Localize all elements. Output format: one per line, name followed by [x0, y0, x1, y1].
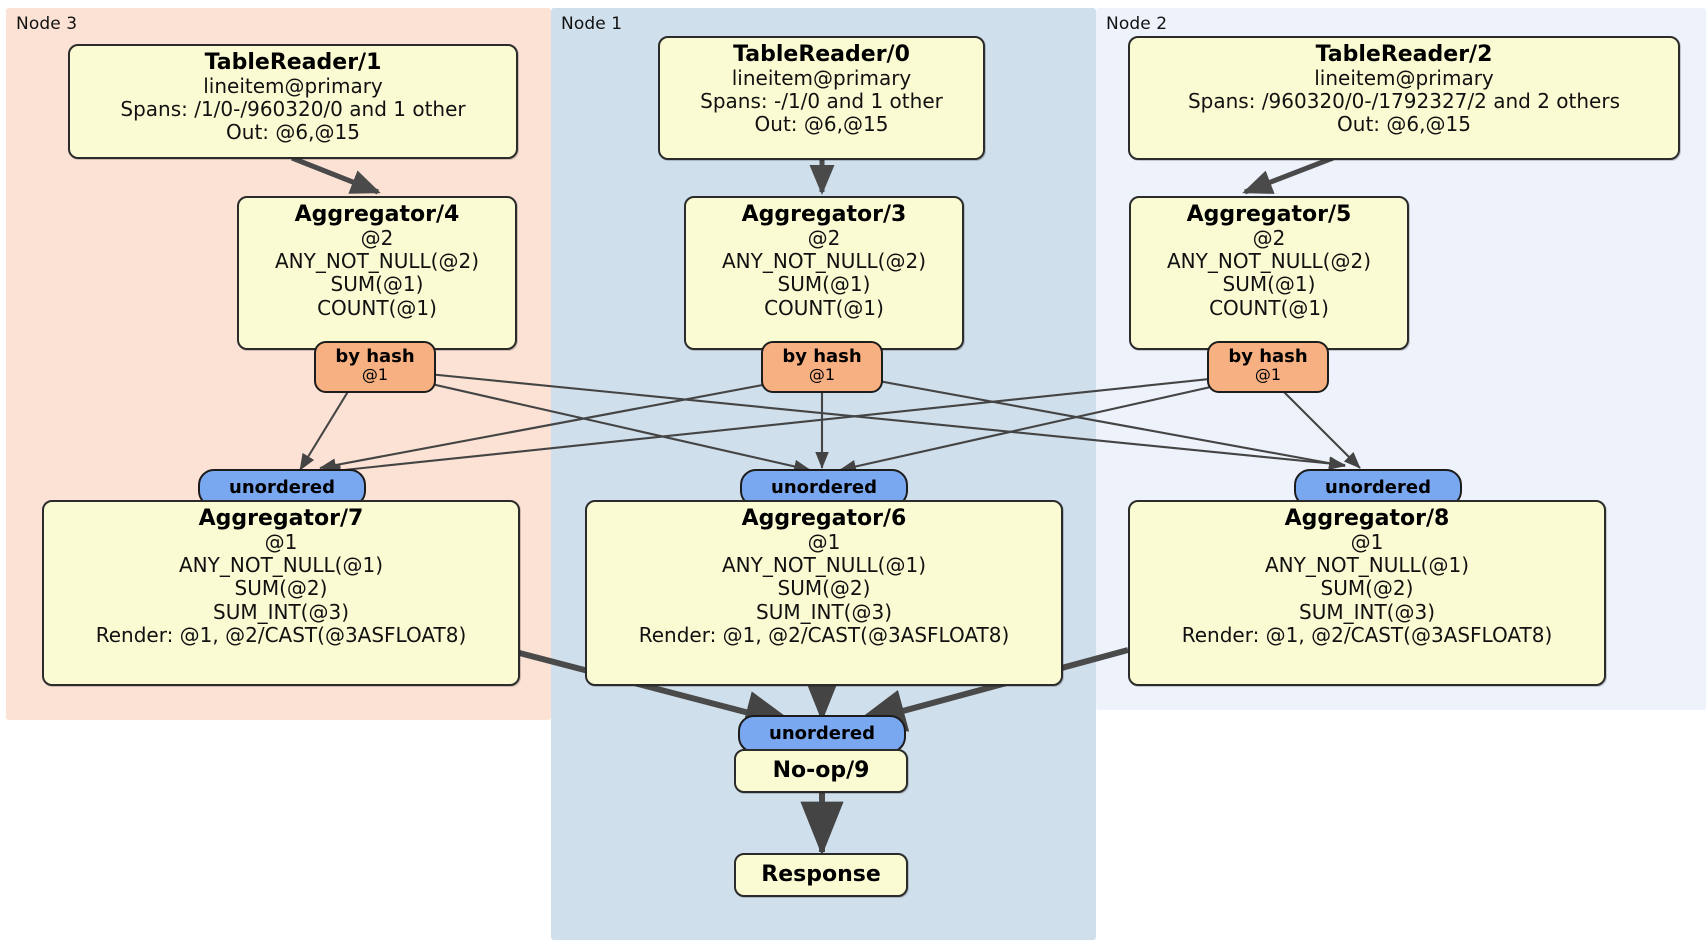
processor-line: Render: @1, @2/CAST(@3ASFLOAT8) [638, 622, 1010, 647]
processor-line: ANY_NOT_NULL(@1) [722, 553, 926, 578]
receiver-label: unordered [1325, 476, 1431, 498]
processor-noop-9[interactable]: No-op/9 [734, 749, 908, 793]
processor-title: Aggregator/8 [1284, 506, 1450, 531]
processor-title: No-op/9 [772, 758, 870, 784]
processor-line: ANY_NOT_NULL(@1) [179, 553, 383, 578]
processor-line: Out: @6,@15 [754, 112, 889, 137]
processor-line: @1 [264, 530, 298, 555]
processor-line: SUM_INT(@3) [756, 599, 892, 624]
hash-router-left[interactable]: by hash @1 [314, 341, 436, 393]
router-column: @1 [808, 364, 836, 384]
processor-line: lineitem@primary [731, 66, 912, 91]
processor-line: SUM(@2) [1320, 576, 1414, 601]
processor-title: Aggregator/7 [198, 506, 364, 531]
processor-line: Spans: /960320/0-/1792327/2 and 2 others [1187, 89, 1620, 114]
unordered-receiver-final[interactable]: unordered [738, 715, 906, 753]
processor-line: Out: @6,@15 [1337, 112, 1471, 137]
processor-line: SUM_INT(@3) [1299, 599, 1435, 624]
processor-tablereader-1[interactable]: TableReader/1 lineitem@primary Spans: /1… [68, 44, 518, 159]
processor-tablereader-2[interactable]: TableReader/2 lineitem@primary Spans: /9… [1128, 36, 1680, 160]
processor-response[interactable]: Response [734, 853, 908, 897]
processor-line: SUM(@1) [1222, 272, 1316, 297]
processor-aggregator-5[interactable]: Aggregator/5 @2 ANY_NOT_NULL(@2) SUM(@1)… [1129, 196, 1409, 350]
router-column: @1 [361, 364, 389, 384]
processor-line: SUM(@2) [777, 576, 871, 601]
processor-line: @1 [807, 530, 841, 555]
processor-line: COUNT(@1) [764, 295, 884, 320]
processor-line: SUM(@1) [330, 272, 424, 297]
processor-line: ANY_NOT_NULL(@2) [1167, 249, 1371, 274]
processor-line: ANY_NOT_NULL(@2) [275, 249, 479, 274]
node-label-node3: Node 3 [16, 14, 78, 34]
processor-title: TableReader/1 [204, 50, 382, 75]
processor-line: COUNT(@1) [1209, 295, 1329, 320]
processor-line: @2 [360, 226, 394, 251]
processor-line: Render: @1, @2/CAST(@3ASFLOAT8) [1181, 622, 1553, 647]
processor-line: @2 [807, 226, 841, 251]
processor-title: TableReader/2 [1315, 42, 1493, 67]
processor-aggregator-6[interactable]: Aggregator/6 @1 ANY_NOT_NULL(@1) SUM(@2)… [585, 500, 1063, 686]
receiver-label: unordered [769, 722, 875, 744]
receiver-label: unordered [771, 476, 877, 498]
hash-router-right[interactable]: by hash @1 [1207, 341, 1329, 393]
processor-line: ANY_NOT_NULL(@2) [722, 249, 926, 274]
processor-line: Spans: -/1/0 and 1 other [700, 89, 943, 114]
router-type: by hash [782, 346, 862, 367]
processor-line: SUM(@2) [234, 576, 328, 601]
processor-aggregator-3[interactable]: Aggregator/3 @2 ANY_NOT_NULL(@2) SUM(@1)… [684, 196, 964, 350]
processor-line: Spans: /1/0-/960320/0 and 1 other [120, 97, 466, 122]
router-column: @1 [1254, 364, 1282, 384]
processor-title: Aggregator/5 [1186, 202, 1352, 227]
router-type: by hash [335, 346, 415, 367]
processor-line: @1 [1350, 530, 1384, 555]
processor-tablereader-0[interactable]: TableReader/0 lineitem@primary Spans: -/… [658, 36, 985, 160]
processor-title: Aggregator/6 [741, 506, 907, 531]
processor-line: Render: @1, @2/CAST(@3ASFLOAT8) [95, 622, 467, 647]
processor-title: Response [761, 862, 881, 888]
processor-title: TableReader/0 [733, 42, 910, 67]
processor-line: lineitem@primary [1314, 66, 1494, 91]
node-label-node2: Node 2 [1106, 14, 1168, 34]
processor-line: lineitem@primary [203, 74, 383, 99]
receiver-label: unordered [229, 476, 335, 498]
processor-line: COUNT(@1) [317, 295, 437, 320]
processor-line: ANY_NOT_NULL(@1) [1265, 553, 1469, 578]
hash-router-middle[interactable]: by hash @1 [761, 341, 883, 393]
processor-aggregator-4[interactable]: Aggregator/4 @2 ANY_NOT_NULL(@2) SUM(@1)… [237, 196, 517, 350]
node-label-node1: Node 1 [561, 14, 623, 34]
processor-aggregator-7[interactable]: Aggregator/7 @1 ANY_NOT_NULL(@1) SUM(@2)… [42, 500, 520, 686]
processor-line: SUM(@1) [777, 272, 871, 297]
router-type: by hash [1228, 346, 1308, 367]
processor-line: SUM_INT(@3) [213, 599, 349, 624]
processor-title: Aggregator/4 [294, 202, 460, 227]
processor-title: Aggregator/3 [741, 202, 907, 227]
processor-line: @2 [1252, 226, 1286, 251]
processor-aggregator-8[interactable]: Aggregator/8 @1 ANY_NOT_NULL(@1) SUM(@2)… [1128, 500, 1606, 686]
processor-line: Out: @6,@15 [226, 120, 360, 145]
